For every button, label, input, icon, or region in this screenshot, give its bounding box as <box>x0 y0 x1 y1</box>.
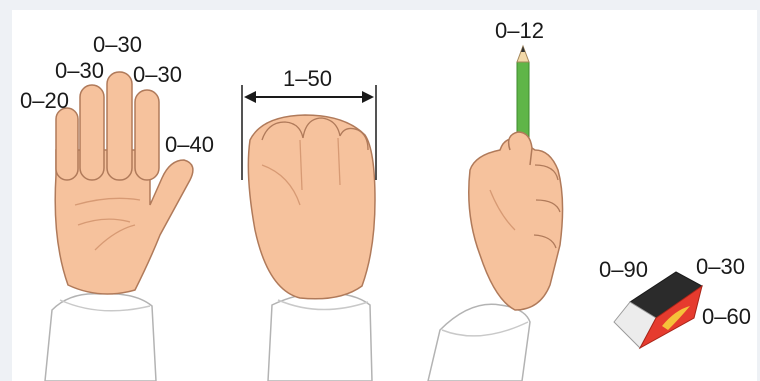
ring-finger <box>80 85 104 180</box>
little-finger <box>56 108 78 180</box>
pencil-label: 0–12 <box>495 18 544 43</box>
pencil <box>517 62 529 142</box>
ring-finger-label: 0–30 <box>55 58 104 83</box>
middle-finger <box>107 72 132 180</box>
fist-width-label: 1–50 <box>283 66 332 91</box>
index-finger-label: 0–30 <box>133 62 182 87</box>
middle-finger-label: 0–30 <box>93 32 142 57</box>
thumb-label: 0–40 <box>165 132 214 157</box>
matchbox-left-label: 0–90 <box>599 257 648 282</box>
matchbox-top-label: 0–30 <box>696 254 745 279</box>
matchbox-right-label: 0–60 <box>702 304 751 329</box>
little-finger-label: 0–20 <box>20 88 69 113</box>
open-hand-sleeve <box>45 294 156 381</box>
index-finger <box>135 90 159 180</box>
